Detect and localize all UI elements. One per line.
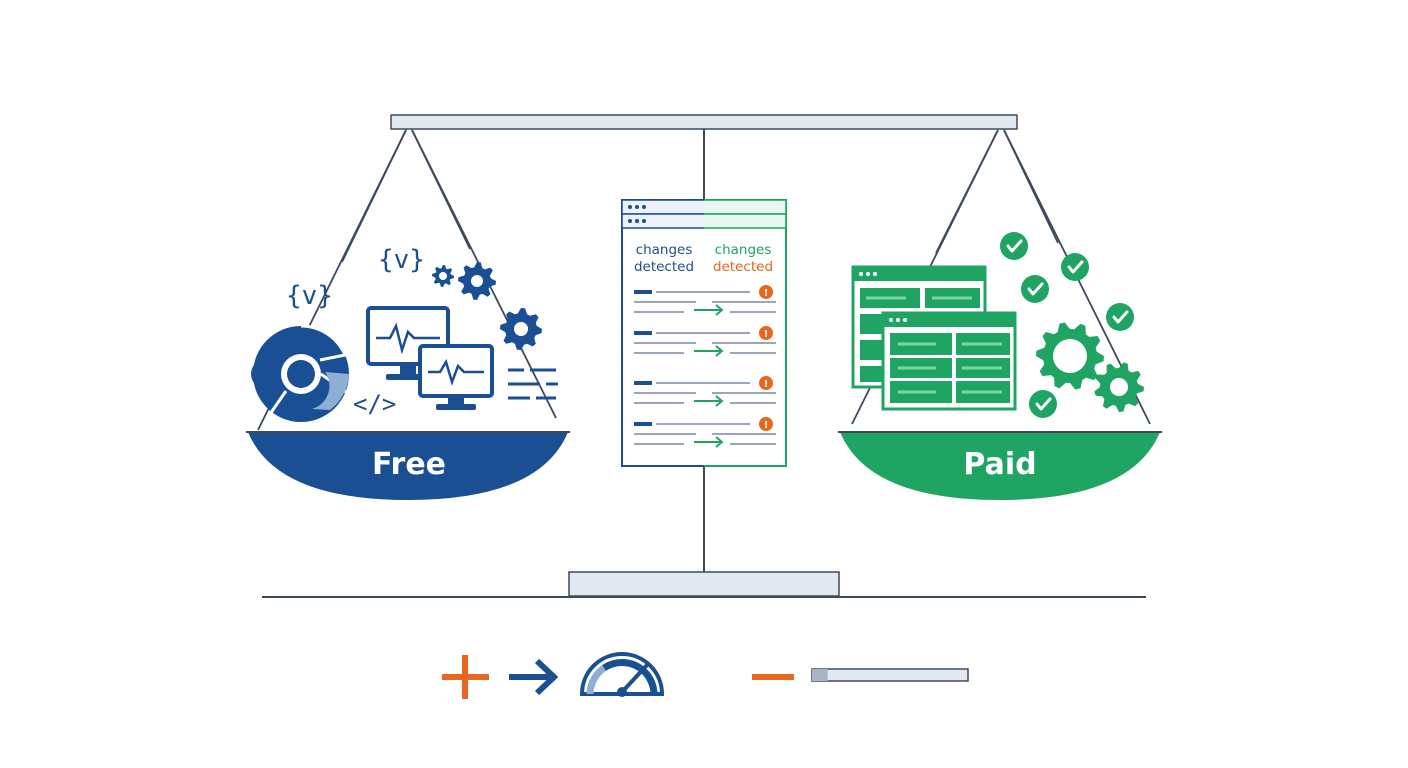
check-circle-icon	[1021, 275, 1049, 303]
check-circle-icon	[1000, 232, 1028, 260]
left-heading-line-1: changes	[636, 242, 693, 258]
arrow-right-icon	[694, 304, 724, 316]
paid-checks	[1000, 232, 1134, 418]
progress-bar-fill	[812, 669, 828, 681]
doc-row: !	[634, 285, 776, 316]
brace-text-1: {v}	[286, 281, 333, 311]
doc-row: !	[634, 326, 776, 357]
right-heading-line-1: changes	[715, 242, 772, 258]
alert-icon: !	[759, 376, 773, 390]
arrow-right-icon	[694, 345, 724, 357]
doc-row: !	[634, 376, 776, 407]
scale-beam	[390, 114, 1018, 130]
alert-symbol: !	[764, 288, 769, 299]
right-heading-line-2: detected	[713, 259, 773, 275]
alert-icon: !	[759, 285, 773, 299]
ai-badge: AI	[1061, 347, 1079, 366]
doc-rows: !!!!	[634, 285, 776, 448]
gear-icon	[500, 308, 542, 350]
doc-row: !	[634, 417, 776, 448]
arrow-right-icon	[694, 395, 724, 407]
arrow-right-icon	[694, 436, 724, 448]
free-items: {v} {v} </>	[251, 245, 558, 422]
gear-icon	[1094, 362, 1144, 412]
left-heading-line-2: detected	[634, 259, 694, 275]
free-label: Free	[372, 447, 446, 482]
plus-icon	[442, 655, 489, 699]
arrow-right-icon	[509, 658, 559, 696]
left-pan: Free	[246, 431, 570, 500]
gear-icon	[458, 262, 496, 300]
free-gears	[432, 262, 542, 350]
code-icon: </>	[353, 390, 396, 418]
alert-icon: !	[759, 326, 773, 340]
check-circle-icon	[1061, 253, 1089, 281]
progress-bar	[811, 668, 969, 682]
paid-items: AI	[851, 232, 1144, 418]
alert-symbol: !	[764, 420, 769, 431]
alert-symbol: !	[764, 329, 769, 340]
paid-gears	[1036, 322, 1144, 412]
legend-row	[442, 652, 969, 699]
brace-text-2: {v}	[378, 245, 425, 275]
alert-symbol: !	[764, 379, 769, 390]
speedometer-icon	[579, 652, 665, 697]
chrome-extension-icon	[251, 324, 349, 422]
comparison-document: changes detected changes detected !!!!	[621, 199, 787, 467]
text-lines-icon	[508, 368, 558, 400]
check-circle-icon	[1029, 390, 1057, 418]
paid-label: Paid	[963, 447, 1036, 482]
monitor-waveform-icon	[418, 344, 494, 410]
gear-icon	[432, 265, 454, 287]
gear-icon	[1036, 322, 1104, 390]
scale-base	[262, 571, 1146, 598]
alert-icon: !	[759, 417, 773, 431]
right-pan: Paid	[838, 431, 1162, 500]
dashboard-window-icon	[881, 311, 1017, 411]
check-circle-icon	[1106, 303, 1134, 331]
